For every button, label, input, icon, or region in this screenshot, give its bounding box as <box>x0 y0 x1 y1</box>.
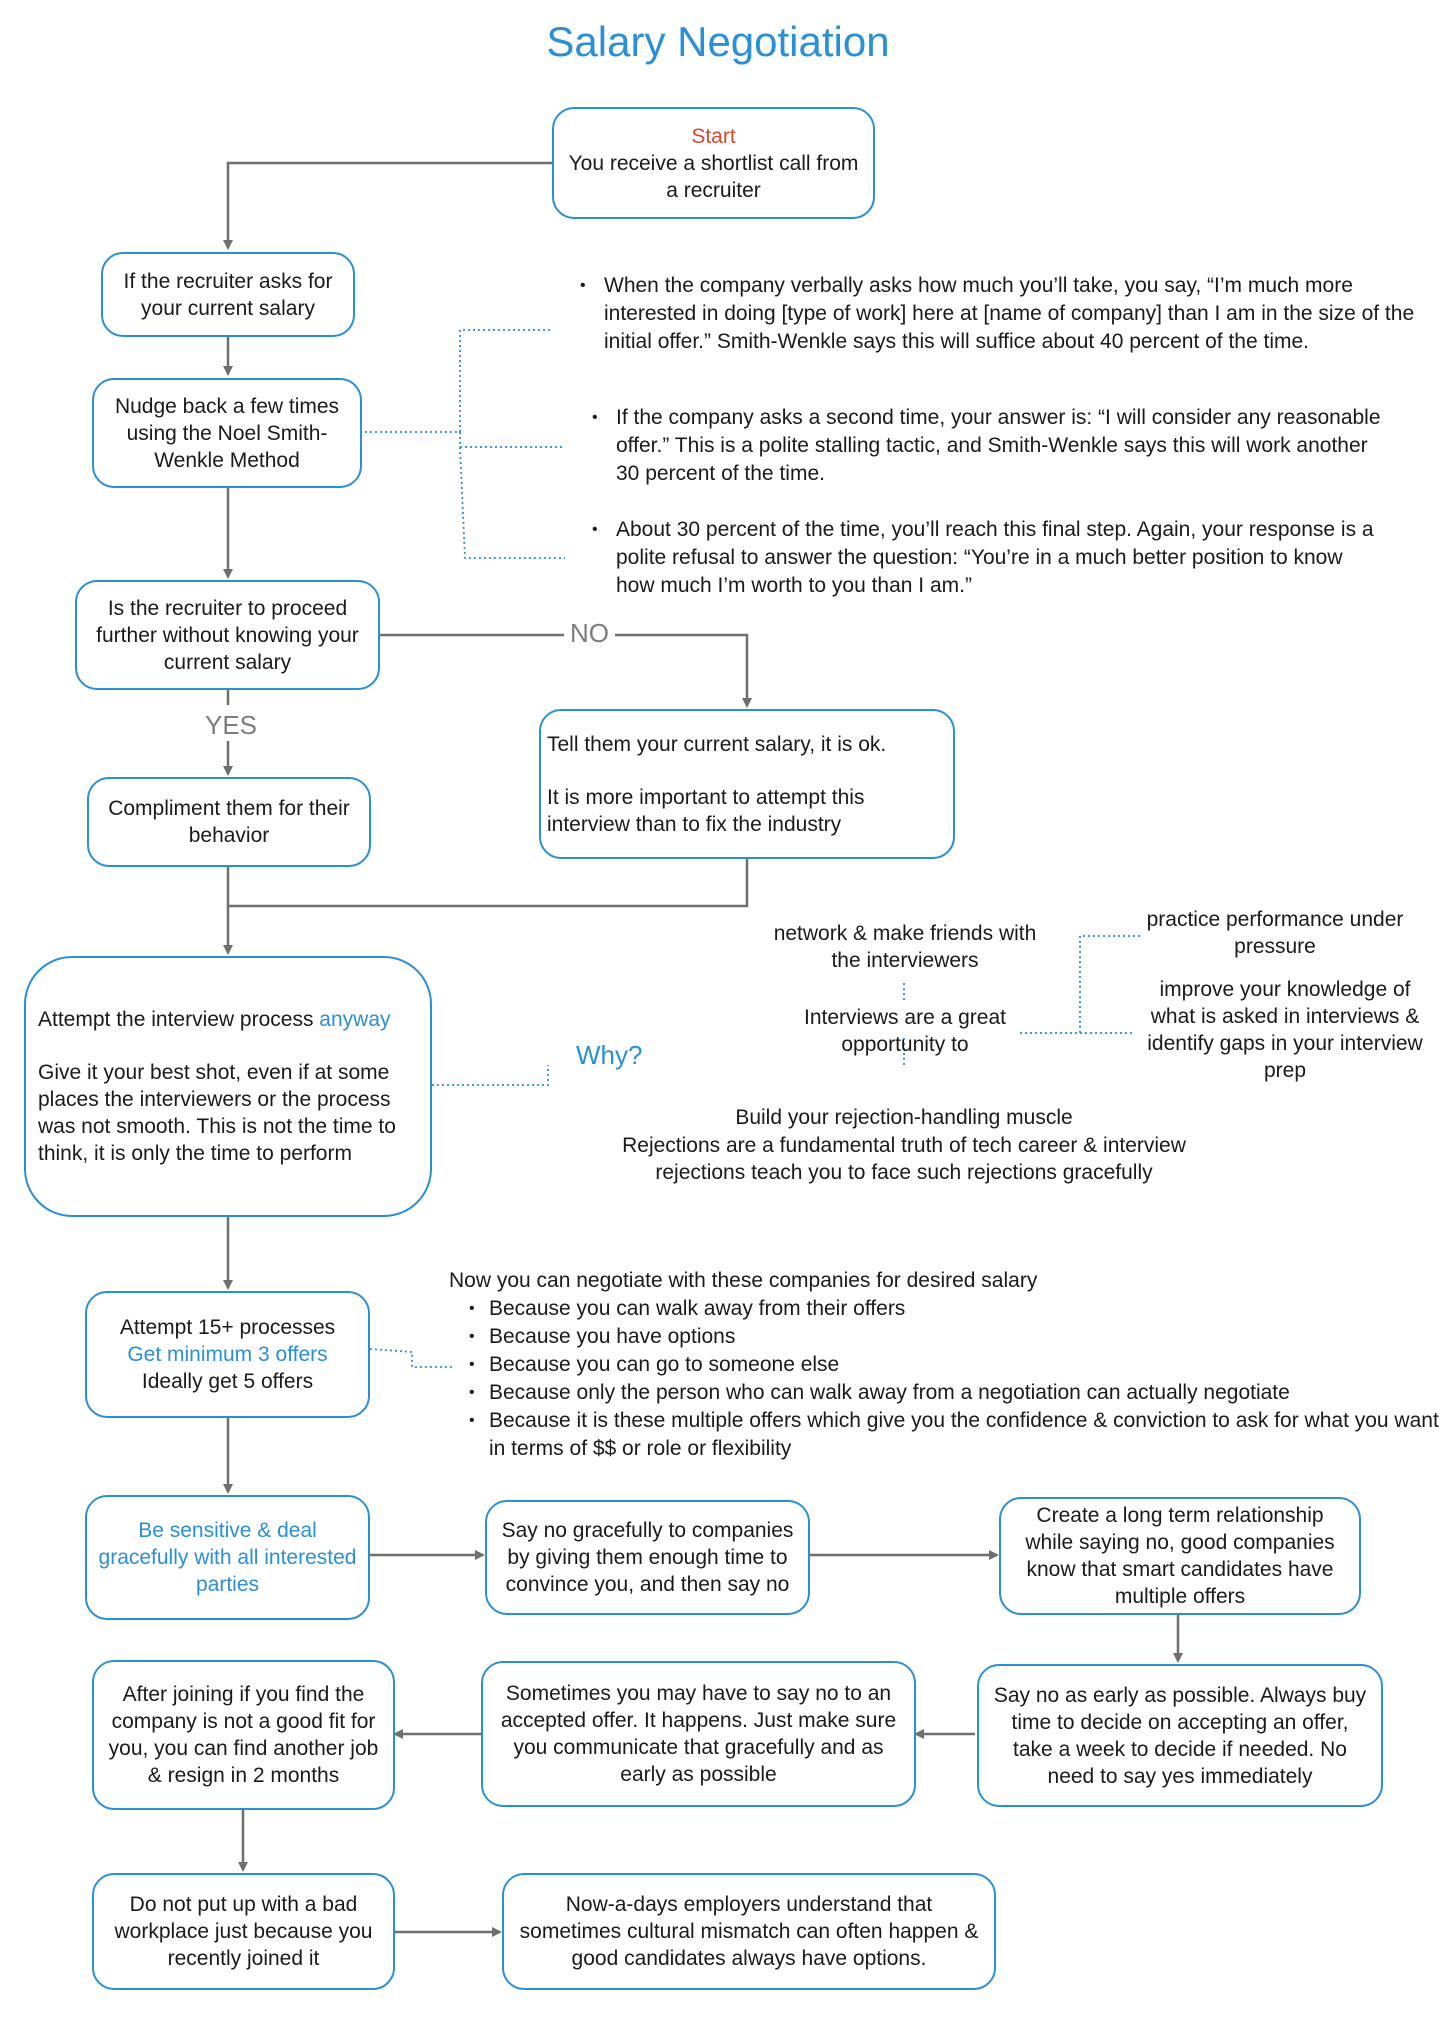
relationship-box: Create a long term relationship while sa… <box>999 1497 1361 1615</box>
method-point-3: •About 30 percent of the time, you’ll re… <box>592 516 1382 600</box>
processes-line1: Attempt 15+ processes <box>119 1316 336 1339</box>
after-joining-box: After joining if you find the company is… <box>92 1660 395 1810</box>
compliment-text: Compliment them for their behavior <box>108 797 350 847</box>
negotiate-point: Because you can walk away from their off… <box>469 1295 1449 1323</box>
start-to-salary-arrow <box>223 161 552 250</box>
relationship-text: Create a long term relationship while sa… <box>1025 1504 1335 1608</box>
employers-box: Now-a-days employers understand that som… <box>502 1873 996 1990</box>
attempt-interview-box: Attempt the interview process anyway Giv… <box>24 956 432 1217</box>
sensitive-box: Be sensitive & deal gracefully with all … <box>85 1495 370 1620</box>
page-title: Salary Negotiation <box>546 18 890 65</box>
bad-workplace-box: Do not put up with a bad workplace just … <box>92 1873 395 1990</box>
method-point-1-text: When the company verbally asks how much … <box>604 274 1415 353</box>
attempt-text2: Give it your best shot, even if at some … <box>38 1061 396 1165</box>
proceed-question-box: Is the recruiter to proceed further with… <box>75 580 380 690</box>
proceed-to-tell-arrow <box>380 633 752 708</box>
attempt-to-why-dotted <box>432 1065 549 1086</box>
network-text: network & make friends with the intervie… <box>773 922 1037 972</box>
attempt-text1: Attempt the interview process <box>38 1008 314 1031</box>
negotiate-point: Because it is these multiple offers whic… <box>469 1407 1449 1463</box>
method-point-2-text: If the company asks a second time, your … <box>616 406 1381 485</box>
after-joining-text: After joining if you find the company is… <box>108 1683 379 1787</box>
tell-salary-line1: Tell them your current salary, it is ok. <box>547 732 887 756</box>
knowledge-text: improve your knowledge of what is asked … <box>1147 978 1423 1082</box>
nudge-box: Nudge back a few times using the Noel Sm… <box>92 378 362 488</box>
right-to-practice-dotted <box>1079 935 1140 1033</box>
negotiate-point: Because you have options <box>469 1323 1449 1351</box>
nudge-to-points-dotted <box>365 329 550 433</box>
early-box: Say no as early as possible. Always buy … <box>977 1664 1383 1807</box>
processes-line2: Get minimum 3 offers <box>127 1343 328 1366</box>
why-label: Why? <box>570 1040 649 1071</box>
negotiate-point: Because you can go to someone else <box>469 1351 1449 1379</box>
early-text: Say no as early as possible. Always buy … <box>993 1683 1367 1788</box>
method-point-2: •If the company asks a second time, your… <box>592 404 1382 488</box>
negotiate-heading: Now you can negotiate with these compani… <box>449 1269 1038 1292</box>
start-label: Start <box>691 124 736 148</box>
rejection-text: Rejections are a fundamental truth of te… <box>622 1134 1186 1184</box>
negotiate-point: Because only the person who can walk awa… <box>469 1379 1449 1407</box>
rejection-title: Build your rejection-handling muscle <box>735 1106 1073 1129</box>
nudge-to-point3-dotted <box>459 446 565 559</box>
processes-box: Attempt 15+ processes Get minimum 3 offe… <box>85 1291 370 1418</box>
tell-to-attempt-line <box>223 859 749 955</box>
say-no-box: Say no gracefully to companies by giving… <box>485 1500 810 1615</box>
sensitive-text: Be sensitive & deal gracefully with all … <box>98 1519 357 1596</box>
start-box: Start You receive a shortlist call from … <box>552 107 875 219</box>
attempt-anyway: anyway <box>319 1008 391 1031</box>
processes-to-negotiate-dotted <box>369 1348 452 1368</box>
method-point-3-text: About 30 percent of the time, you’ll rea… <box>616 518 1374 597</box>
sometimes-text: Sometimes you may have to say no to an a… <box>500 1682 897 1786</box>
say-no-text: Say no gracefully to companies by giving… <box>501 1519 794 1596</box>
start-text: You receive a shortlist call from a recr… <box>568 151 859 202</box>
processes-line3: Ideally get 5 offers <box>141 1370 314 1393</box>
sometimes-box: Sometimes you may have to say no to an a… <box>481 1661 916 1807</box>
employers-text: Now-a-days employers understand that som… <box>519 1893 979 1970</box>
practice-text: practice performance under pressure <box>1146 908 1404 958</box>
current-salary-box: If the recruiter asks for your current s… <box>101 252 355 337</box>
attempt-line1: Attempt the interview process anyway <box>38 1006 391 1033</box>
no-label: NO <box>564 618 615 649</box>
compliment-box: Compliment them for their behavior <box>87 777 371 867</box>
method-point-1: •When the company verbally asks how much… <box>580 272 1420 356</box>
yes-label: YES <box>199 710 264 741</box>
opportunity-center-text: Interviews are a great opportunity to <box>804 1006 1006 1056</box>
tell-salary-line2: It is more important to attempt this int… <box>547 785 865 836</box>
bad-workplace-text: Do not put up with a bad workplace just … <box>114 1893 373 1970</box>
current-salary-text: If the recruiter asks for your current s… <box>123 269 333 320</box>
nudge-to-point2-dotted <box>459 432 565 448</box>
tell-salary-box: Tell them your current salary, it is ok.… <box>539 709 955 859</box>
proceed-question-text: Is the recruiter to proceed further with… <box>96 596 359 674</box>
negotiate-block: Now you can negotiate with these compani… <box>449 1267 1449 1463</box>
nudge-text: Nudge back a few times using the Noel Sm… <box>114 394 340 472</box>
